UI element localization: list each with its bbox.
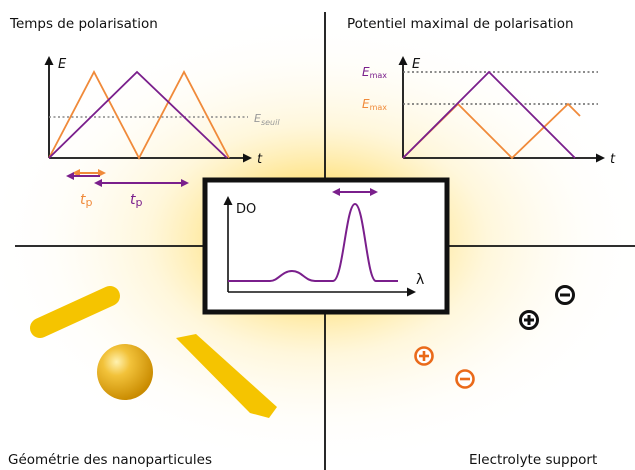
max-potential-plot: E t Emax Emax: [362, 56, 616, 167]
plus-circle-icon: [519, 310, 539, 330]
plus-circle-icon: [414, 346, 434, 366]
tp-orange-label: tp: [80, 192, 93, 209]
emax-purple-label-sub: max: [370, 71, 388, 80]
nanoparticles: [30, 286, 277, 418]
title-temps-polarisation: Temps de polarisation: [9, 16, 158, 32]
tl-x-label: t: [257, 152, 263, 167]
ions: [414, 285, 575, 389]
spectrum-box: [202, 177, 450, 315]
tp-purple-label-main: t: [130, 192, 136, 208]
tr-x-label: t: [610, 152, 616, 167]
emax-orange-label-main: E: [362, 97, 370, 111]
nanosphere: [97, 344, 153, 400]
minus-circle-icon: [555, 285, 575, 305]
threshold-label-sub: seuil: [261, 118, 280, 127]
emax-purple-label-main: E: [362, 65, 370, 79]
spectrum-plot: DO λ: [223, 188, 424, 297]
emax-orange-label: Emax: [362, 97, 387, 112]
tp-purple-label: tp: [130, 192, 143, 209]
tl-y-label: E: [58, 57, 67, 72]
spectrum-x-label: λ: [416, 272, 424, 288]
purple-triangle-wave: [48, 70, 228, 159]
emax-purple-label: Emax: [362, 65, 387, 80]
polarisation-time-plot: E t Eseuil tp tp: [44, 56, 280, 209]
tp-orange-label-main: t: [80, 192, 86, 208]
title-geometrie-nanoparticules: Géométrie des nanoparticules: [8, 452, 212, 468]
tp-purple-label-sub: p: [136, 196, 143, 209]
emax-orange-label-sub: max: [370, 103, 388, 112]
absorbance-curve: [228, 202, 398, 282]
orange-triangle-wave: [48, 70, 230, 160]
nanobipyramid: [176, 334, 277, 418]
title-electrolyte-support: Electrolyte support: [469, 452, 597, 468]
nanorod: [30, 286, 120, 338]
purple-triangle-wave-right: [402, 70, 576, 159]
tr-y-label: E: [412, 57, 421, 72]
threshold-label: Eseuil: [254, 112, 280, 127]
minus-circle-icon: [455, 369, 475, 389]
threshold-label-main: E: [254, 112, 261, 125]
title-potentiel-maximal: Potentiel maximal de polarisation: [347, 16, 574, 32]
tp-orange-label-sub: p: [86, 196, 93, 209]
spectrum-y-label: DO: [236, 202, 256, 217]
